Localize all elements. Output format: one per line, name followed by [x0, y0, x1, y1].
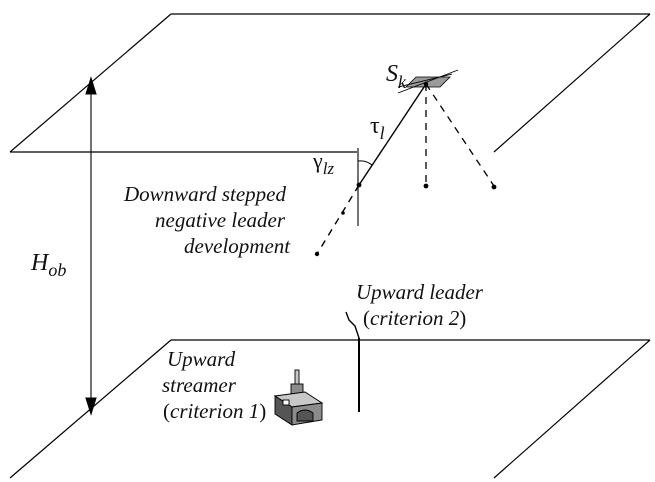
streamer-caption-line-1: Upward [167, 347, 236, 371]
streamer-caption-line-3: (criterion 1) [163, 399, 266, 423]
leader-tip-point [356, 182, 362, 188]
leader-end-point [314, 251, 320, 257]
height-arrow-down-icon [85, 397, 97, 416]
ground-plane-right-edge [493, 339, 651, 479]
device-port [282, 399, 290, 406]
upward-leader-caption-line-1: Upward leader [356, 280, 484, 304]
charge-patch [405, 76, 451, 88]
leader-step-point [341, 211, 345, 215]
alt-path-right [425, 83, 495, 187]
streamer-caption-line-2: streamer [162, 373, 237, 397]
leader-channel [358, 83, 427, 186]
hob-label: Hob [30, 250, 66, 280]
upward-leader [345, 311, 360, 412]
alternative-paths [425, 83, 495, 187]
leader-tip-points [314, 182, 362, 257]
alt-path-right-end [491, 184, 497, 190]
upward-leader-tip [345, 311, 360, 339]
gamma-label: γlz [312, 148, 334, 178]
charge-point-sk [397, 69, 459, 94]
streamer-device [273, 369, 324, 426]
downward-leader-caption: Downward stepped negative leader develop… [123, 182, 291, 258]
upper-plane [9, 13, 651, 153]
gamma-angle-arc [357, 160, 373, 166]
tau-label: τl [370, 113, 385, 143]
height-dimension [85, 76, 97, 416]
upward-leader-caption-line-2: (criterion 2) [363, 306, 466, 330]
downward-caption-line-1: Downward stepped [123, 182, 286, 206]
downward-caption-line-2: negative leader [155, 208, 286, 232]
downward-leader [316, 83, 427, 255]
alt-path-vertical-end [423, 183, 429, 189]
sk-label: Sk [386, 61, 407, 92]
upward-streamer-caption: Upward streamer (criterion 1) [162, 347, 266, 423]
upward-leader-caption: Upward leader (criterion 2) [356, 280, 484, 330]
charge-patch-hatch-2 [397, 69, 459, 94]
alt-path-points [423, 183, 497, 190]
upper-plane-right-edge [493, 13, 651, 153]
ground-plane [9, 339, 651, 479]
height-arrow-up-icon [85, 76, 97, 95]
leader-projected-path [316, 184, 360, 255]
downward-caption-line-3: development [184, 234, 291, 258]
device-body-lower [296, 409, 314, 422]
